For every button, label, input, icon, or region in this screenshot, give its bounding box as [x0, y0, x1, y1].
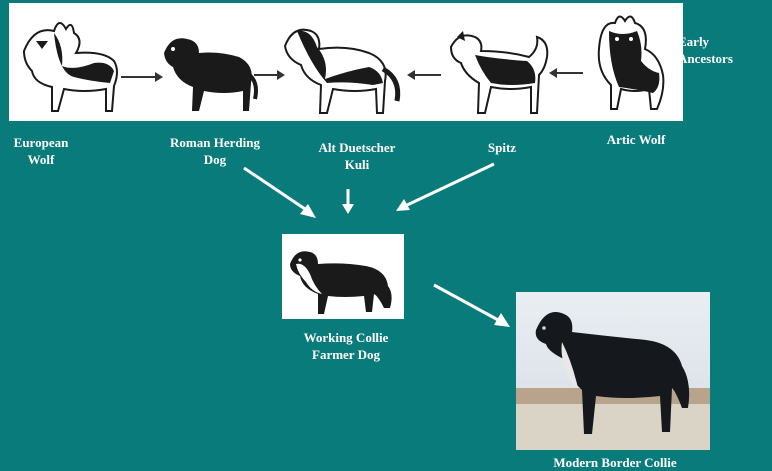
arrow-right-icon: [254, 70, 285, 80]
collie-sketch-icon: [282, 234, 404, 319]
roman-herding-dog-sketch-icon: [164, 38, 256, 111]
spitz-sketch-icon: [451, 31, 547, 113]
modern-border-collie-photo: [516, 292, 710, 450]
label-working-collie: Working Collie Farmer Dog: [266, 329, 426, 363]
arrow-collie-to-modern-icon: [434, 285, 510, 327]
european-wolf-sketch-icon: [24, 23, 117, 111]
working-collie-panel: [282, 234, 404, 319]
label-alt-duetscher-kuli: Alt Duetscher Kuli: [292, 139, 422, 173]
arrow-left-icon: [549, 68, 583, 78]
label-spitz: Spitz: [462, 139, 542, 156]
arrow-right-icon: [121, 72, 163, 82]
arrow-kuli-to-collie-icon: [342, 189, 354, 214]
arrow-left-icon: [407, 70, 441, 80]
kuli-sketch-icon: [285, 30, 398, 113]
label-artic-wolf: Artic Wolf: [586, 131, 686, 148]
arrow-roman-to-collie-icon: [244, 168, 316, 218]
arctic-wolf-sketch-icon: [599, 16, 664, 109]
label-european-wolf: European Wolf: [2, 134, 80, 168]
label-modern-border-collie: Modern Border Collie: [520, 454, 710, 471]
ancestors-panel: [9, 3, 683, 121]
early-ancestors-label: Early Ancestors: [672, 33, 772, 67]
label-roman-herding-dog: Roman Herding Dog: [150, 134, 280, 168]
